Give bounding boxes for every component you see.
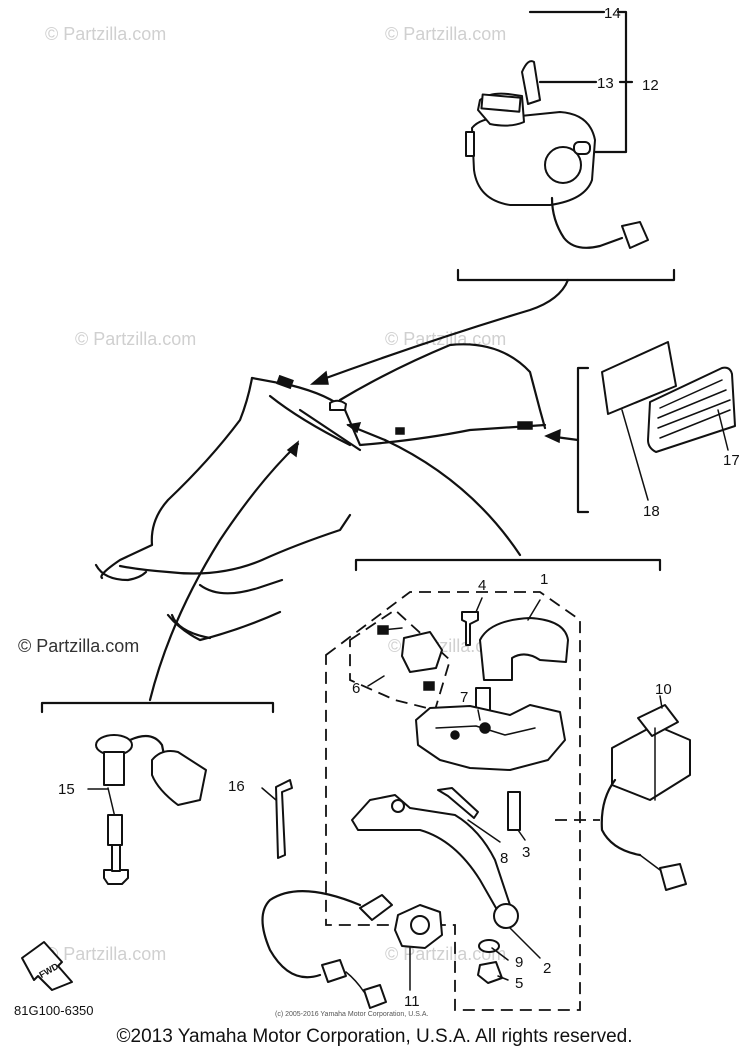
callout-5: 5 bbox=[515, 975, 523, 992]
watermark: © Partzilla.com bbox=[385, 944, 506, 964]
switch-assembly-12 bbox=[309, 10, 676, 385]
callout-3: 3 bbox=[522, 844, 530, 861]
callout-1: 1 bbox=[540, 571, 548, 588]
callout-12: 12 bbox=[642, 77, 659, 94]
callout-16: 16 bbox=[228, 778, 245, 795]
watermark: © Partzilla.com bbox=[45, 24, 166, 44]
watermarks: © Partzilla.com © Partzilla.com © Partzi… bbox=[18, 24, 509, 964]
callout-11: 11 bbox=[404, 993, 420, 1010]
callout-6: 6 bbox=[352, 680, 360, 697]
callout-17: 17 bbox=[723, 452, 740, 469]
callout-8: 8 bbox=[500, 850, 508, 867]
left-parts-group bbox=[40, 701, 293, 885]
callout-15: 15 bbox=[58, 781, 75, 798]
callout-labels: 14 13 12 17 18 1 4 6 7 10 15 16 8 3 9 2 … bbox=[58, 5, 740, 1010]
callout-10: 10 bbox=[655, 681, 672, 698]
copyright-notice: ©2013 Yamaha Motor Corporation, U.S.A. A… bbox=[116, 1026, 633, 1047]
callout-13: 13 bbox=[597, 75, 614, 92]
lever-assembly-1 bbox=[261, 558, 662, 1011]
callout-14: 14 bbox=[604, 5, 621, 22]
drawing-code: 81G100-6350 bbox=[14, 1003, 94, 1018]
callout-18: 18 bbox=[643, 503, 660, 520]
callout-9: 9 bbox=[515, 954, 523, 971]
small-print: (c) 2005-2016 Yamaha Motor Corporation, … bbox=[275, 1011, 428, 1018]
reflector-group bbox=[544, 341, 736, 514]
watermark: © Partzilla.com bbox=[75, 329, 196, 349]
watermark: © Partzilla.com bbox=[385, 24, 506, 44]
watermark: © Partzilla.com bbox=[45, 944, 166, 964]
watermark-prominent: © Partzilla.com bbox=[18, 636, 139, 656]
fwd-arrow: FWD bbox=[21, 941, 73, 991]
callout-2: 2 bbox=[543, 960, 551, 977]
unit-10 bbox=[600, 695, 691, 891]
callout-4: 4 bbox=[478, 577, 486, 594]
snowmobile-body bbox=[94, 343, 547, 702]
callout-7: 7 bbox=[460, 689, 468, 706]
